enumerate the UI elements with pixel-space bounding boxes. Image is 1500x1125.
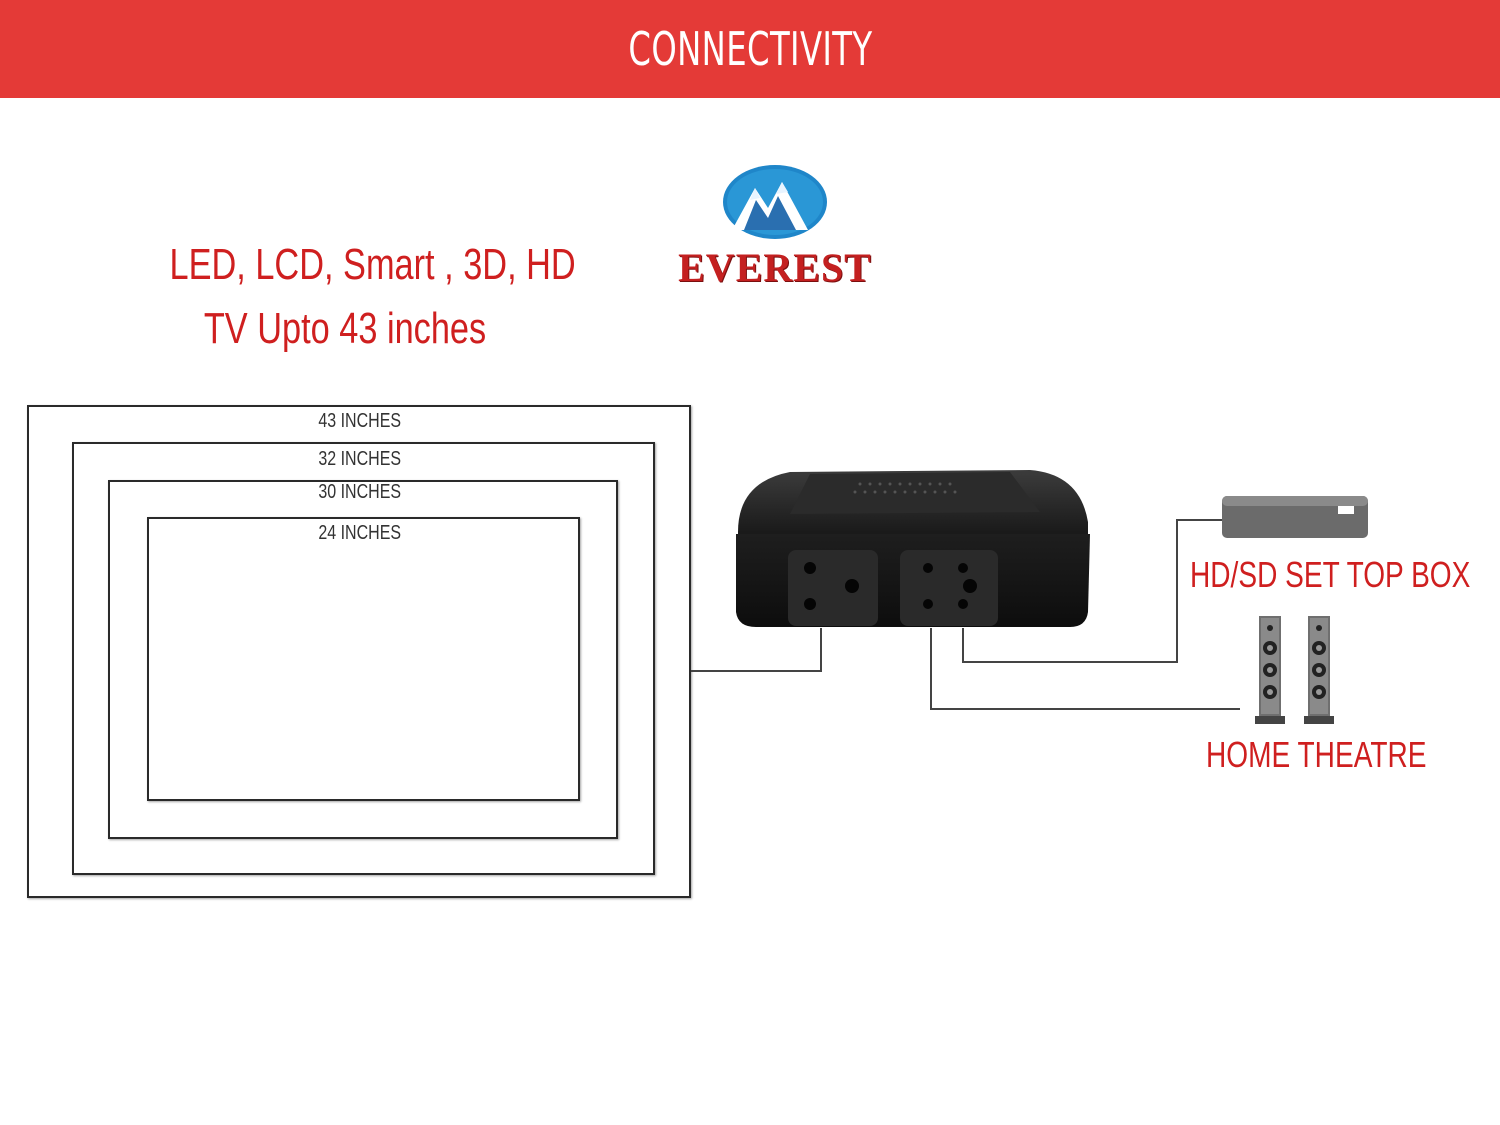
- tv-wire: [820, 628, 822, 672]
- headline-line-2: TV Upto 43 inches: [203, 304, 487, 353]
- theatre-wire: [930, 628, 932, 710]
- tv-compat-headline: LED, LCD, Smart , 3D, HD TV Upto 43 inch…: [120, 233, 576, 361]
- headline-line-1: LED, LCD, Smart , 3D, HD: [169, 240, 576, 289]
- theatre-wire: [930, 708, 1240, 710]
- tv-frame-24: [147, 517, 580, 801]
- brand-logo: EVEREST: [660, 160, 890, 290]
- brand-name: EVEREST: [678, 245, 872, 290]
- tv-size-label: 32 INCHES: [318, 448, 402, 470]
- tv-frame-43: [27, 405, 691, 898]
- tv-size-label: 30 INCHES: [318, 481, 402, 503]
- banner-title: CONNECTIVITY: [627, 22, 873, 76]
- tv-frame-32: [72, 442, 655, 875]
- tv-size-label: 24 INCHES: [318, 522, 402, 544]
- stb-wire: [1176, 519, 1178, 663]
- set-top-box-label: HD/SD SET TOP BOX: [1190, 554, 1471, 595]
- speaker-right-icon: [1304, 616, 1334, 724]
- tv-frame-30: [108, 480, 618, 839]
- stabilizer-device-icon: [736, 470, 1090, 627]
- tv-size-label: 43 INCHES: [318, 410, 402, 432]
- mountain-logo-icon: [723, 165, 827, 239]
- tv-wire: [691, 670, 821, 672]
- stb-wire: [1176, 519, 1222, 521]
- home-theatre-label: HOME THEATRE: [1206, 734, 1427, 775]
- speaker-left-icon: [1255, 616, 1285, 724]
- stb-wire: [962, 661, 1178, 663]
- top-banner: CONNECTIVITY: [0, 0, 1500, 98]
- set-top-box-icon: [1222, 496, 1368, 538]
- stb-wire: [962, 628, 964, 663]
